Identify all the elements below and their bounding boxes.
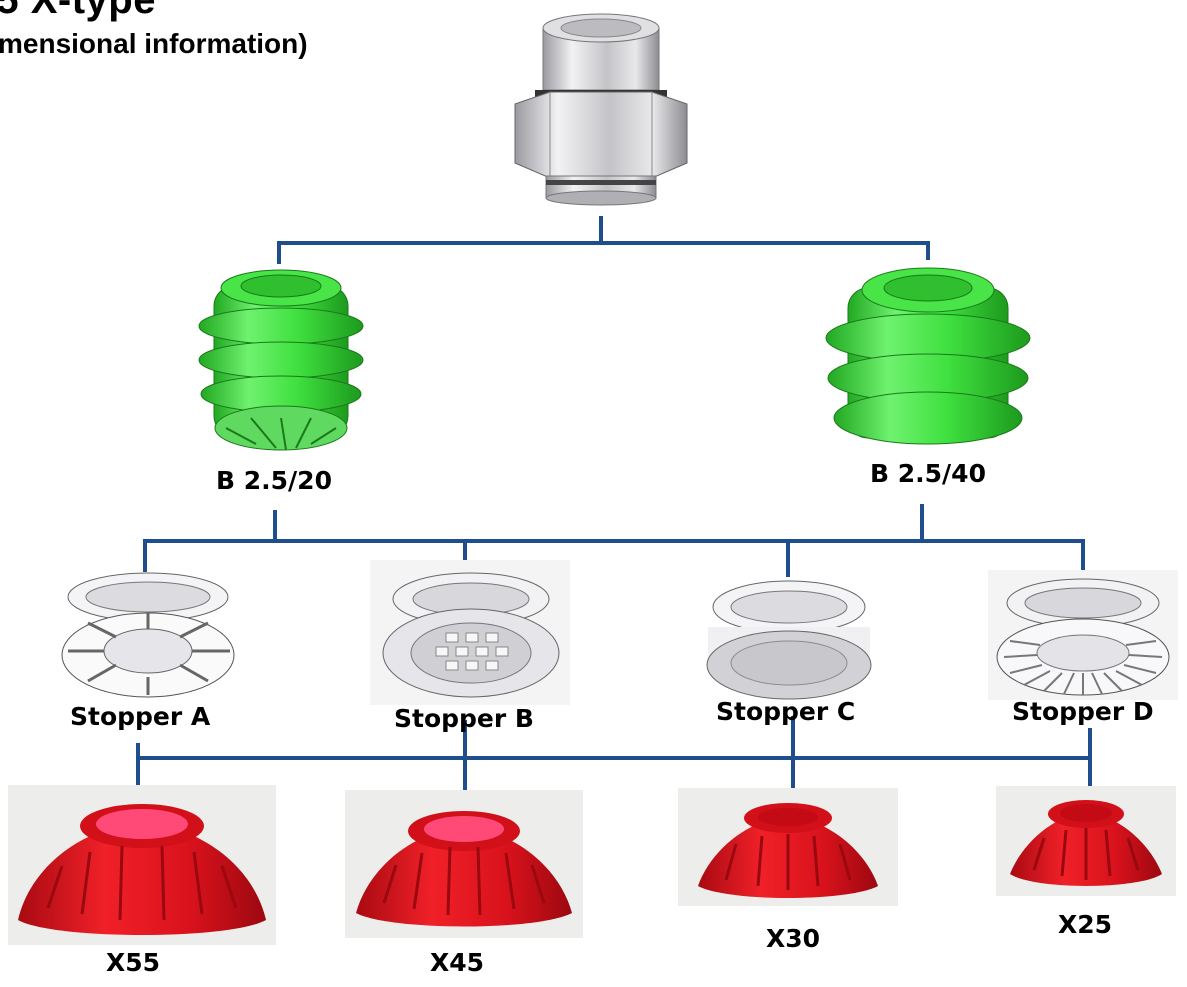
- stopper-label-b: Stopper B: [394, 704, 534, 733]
- bellows-label-b-2-5-40: B 2.5/40: [870, 459, 986, 488]
- stopper-a-icon: [61, 572, 235, 698]
- stopper-label-d: Stopper D: [1012, 697, 1154, 726]
- stopper-label-c: Stopper C: [716, 697, 856, 726]
- section-subtitle: mensional information): [0, 28, 308, 59]
- red-suction-cup-x25-icon: [1010, 800, 1162, 886]
- stopper-label-a: Stopper A: [70, 702, 211, 731]
- threaded-fitting-icon: [514, 13, 688, 206]
- cup-label-x55: X55: [106, 948, 161, 977]
- section-title: 2.5 X-type: [0, 0, 156, 22]
- red-suction-cup-x30-icon: [698, 803, 878, 898]
- bellows-b-2-5-20-icon: [198, 269, 364, 451]
- red-suction-cup-x55-icon: [18, 804, 266, 935]
- bellows-b-2-5-40-icon: [825, 267, 1031, 445]
- stopper-c-icon: [706, 580, 872, 700]
- bellows-label-b-2-5-20: B 2.5/20: [216, 466, 332, 495]
- stopper-d-icon: [996, 578, 1170, 696]
- cup-label-x45: X45: [430, 948, 485, 977]
- red-suction-cup-x45-icon: [356, 811, 572, 927]
- cup-label-x25: X25: [1058, 910, 1113, 939]
- stopper-b-icon: [382, 572, 560, 698]
- cup-label-x30: X30: [766, 924, 821, 953]
